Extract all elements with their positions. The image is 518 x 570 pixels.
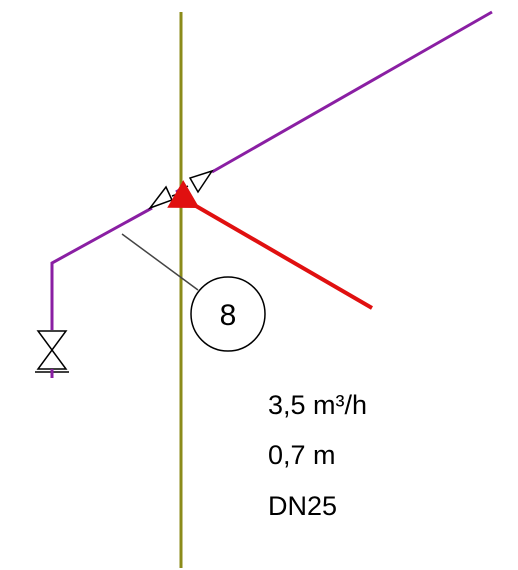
diameter-label: DN25	[268, 491, 337, 521]
segment-number: 8	[220, 299, 237, 332]
flow-arrow-icon	[183, 169, 214, 194]
flow-rate-label: 3,5 m³/h	[268, 390, 367, 420]
valve-icon	[35, 330, 69, 378]
flow-arrow-icon	[147, 185, 179, 210]
segment-number-circle	[190, 276, 266, 352]
leader-line	[121, 233, 199, 291]
length-label: 0,7 m	[268, 440, 336, 470]
red-arrow-icon	[167, 180, 374, 310]
pipe-lower-segment	[50, 206, 153, 330]
pipe-upper-segment	[211, 10, 493, 174]
